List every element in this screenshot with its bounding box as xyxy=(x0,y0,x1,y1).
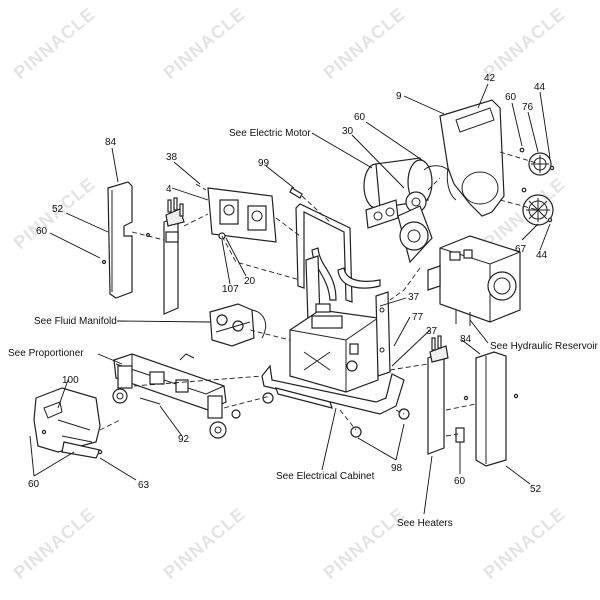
callout-60-bottom-right: 60 xyxy=(454,476,466,487)
callout-84-right: 84 xyxy=(460,334,472,345)
callout-labels: 84 38 4 99 See Electric Motor 60 30 9 42… xyxy=(8,73,598,529)
watermark-8: PINNACLE xyxy=(160,503,249,583)
callout-38: 38 xyxy=(166,152,178,163)
callout-see-electrical-cabinet: See Electrical Cabinet xyxy=(276,471,375,482)
right-heater xyxy=(427,335,465,455)
hydraulic-reservoir xyxy=(427,235,521,326)
left-side-cover xyxy=(101,181,151,299)
callout-44-top: 44 xyxy=(534,82,546,93)
callout-60-bottom-left: 60 xyxy=(28,479,40,490)
callout-100: 100 xyxy=(62,375,79,386)
callout-60-right: 60 xyxy=(505,92,517,103)
callout-see-heaters: See Heaters xyxy=(397,518,453,529)
callout-60-left: 60 xyxy=(36,226,48,237)
callout-98: 98 xyxy=(391,463,403,474)
callout-67: 67 xyxy=(515,244,527,255)
callout-4: 4 xyxy=(166,184,172,195)
callout-see-proportioner: See Proportioner xyxy=(8,348,84,359)
watermark-10: PINNACLE xyxy=(480,503,569,583)
fan-shroud-cover xyxy=(423,99,505,217)
fan-67 xyxy=(522,194,554,226)
callout-99: 99 xyxy=(258,158,270,169)
fluid-manifold xyxy=(209,303,267,347)
callout-77: 77 xyxy=(412,312,424,323)
electrical-cabinet xyxy=(289,303,379,393)
watermark-7: PINNACLE xyxy=(10,503,99,583)
center-bracket-37 xyxy=(375,291,391,377)
callout-see-fluid-manifold: See Fluid Manifold xyxy=(34,316,117,327)
screw-44-b xyxy=(547,217,553,223)
cable-clip xyxy=(289,187,303,199)
proportioner xyxy=(112,353,241,439)
assembly-dash-lines xyxy=(99,151,541,437)
proportioner-shroud xyxy=(33,387,103,459)
electric-motor xyxy=(363,157,433,264)
callout-37-top: 37 xyxy=(408,292,420,303)
leader-lines xyxy=(29,83,551,515)
callout-20: 20 xyxy=(244,276,256,287)
watermark-9: PINNACLE xyxy=(320,503,409,583)
callout-see-electric-motor: See Electric Motor xyxy=(229,128,311,139)
callout-92: 92 xyxy=(178,434,190,445)
screw-60-a xyxy=(519,147,525,153)
watermark-4: PINNACLE xyxy=(480,3,569,83)
callout-76: 76 xyxy=(522,102,534,113)
watermark-1: PINNACLE xyxy=(10,3,99,83)
callout-see-hydraulic-reservoir: See Hydraulic Reservoir xyxy=(490,341,598,352)
callout-37-mid: 37 xyxy=(426,326,438,337)
callout-84-top: 84 xyxy=(105,137,117,148)
callout-30: 30 xyxy=(342,126,354,137)
callout-9: 9 xyxy=(396,91,402,102)
callout-52-right: 52 xyxy=(530,484,542,495)
callout-44-bottom: 44 xyxy=(536,250,548,261)
watermark-3: PINNACLE xyxy=(320,3,409,83)
screw-44-a xyxy=(549,165,555,171)
right-side-cover xyxy=(463,351,519,467)
left-heater-bracket xyxy=(163,197,185,315)
screw-60-b xyxy=(521,187,527,193)
callout-63: 63 xyxy=(138,480,150,491)
control-panel-plate xyxy=(207,187,277,243)
callout-107: 107 xyxy=(222,284,239,295)
callout-42: 42 xyxy=(484,73,496,84)
callout-52-left: 52 xyxy=(52,204,64,215)
callout-60-top: 60 xyxy=(354,112,366,123)
watermark-2: PINNACLE xyxy=(160,3,249,83)
